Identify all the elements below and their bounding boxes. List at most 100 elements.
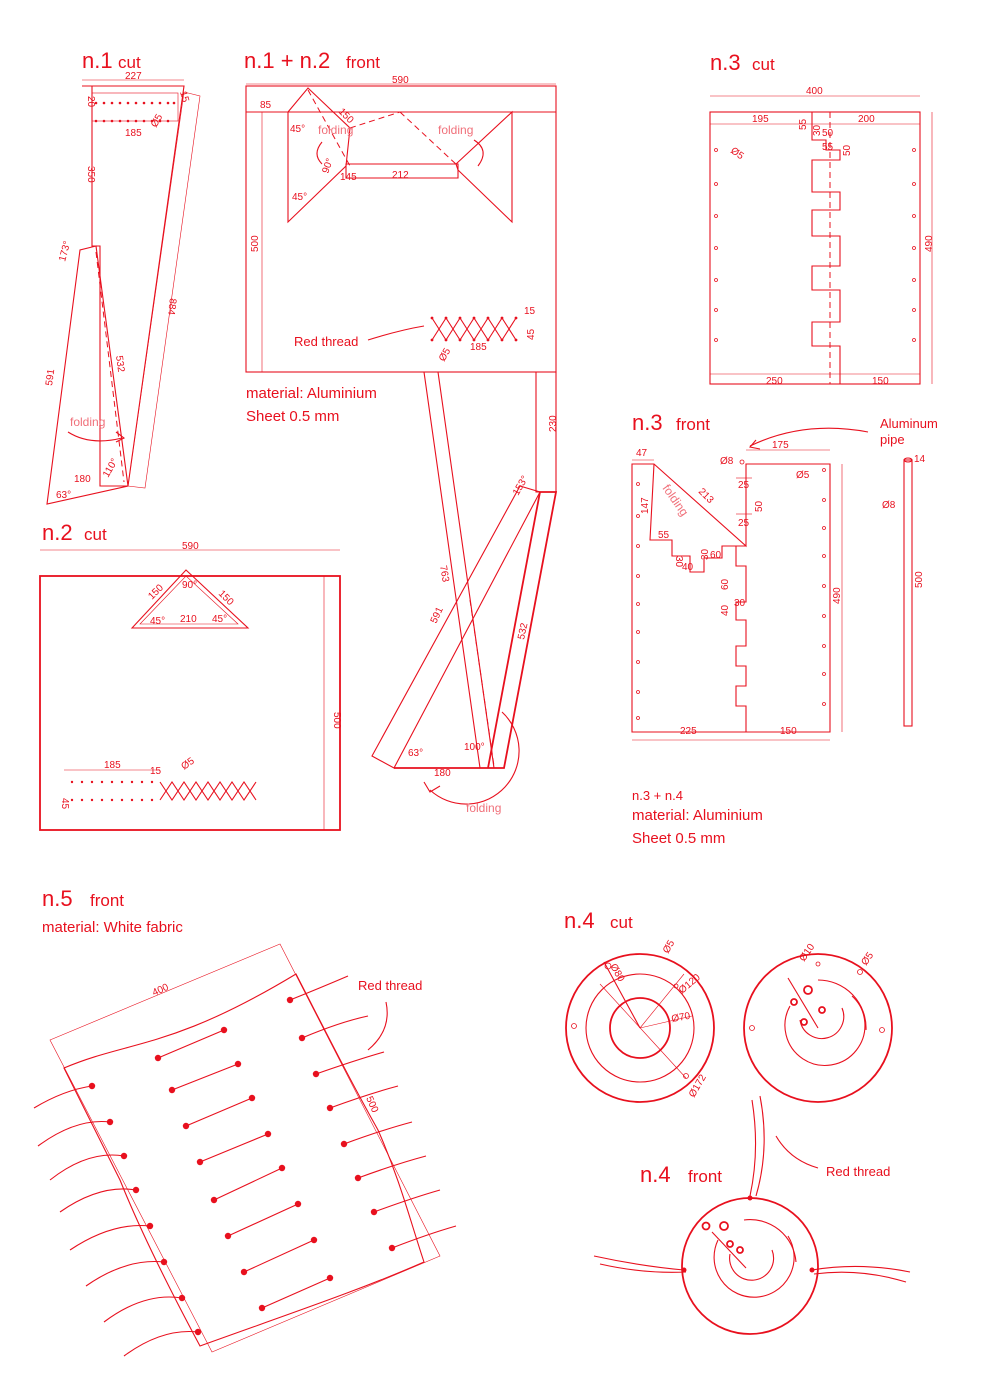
- n1-fold-arrowhead: [115, 431, 126, 443]
- n12-sheet: Sheet 0.5 mm: [246, 408, 339, 425]
- n1-dim-15: 15: [177, 90, 191, 104]
- n3-dim-490: 490: [924, 235, 935, 252]
- n3f-dim-147: 147: [640, 497, 651, 514]
- n5-dim-400: 400: [151, 982, 171, 999]
- n34-sheet: Sheet 0.5 mm: [632, 830, 725, 847]
- n3f-dim-150: 150: [780, 726, 797, 737]
- n3f-holes: [636, 459, 826, 720]
- n12-dim-45: 45: [526, 328, 537, 340]
- n3f-pipe-label-2: pipe: [880, 432, 905, 447]
- n3f-dim-40b: 40: [720, 604, 731, 616]
- n3f-dim-30c: 30: [734, 598, 746, 609]
- n3-dim-150: 150: [872, 376, 889, 387]
- n4-front-hole-3: [726, 1240, 734, 1248]
- n3f-dim-25a: 25: [738, 480, 750, 491]
- n12-fold-dash-left: [349, 111, 401, 129]
- n1-dim-d5: Ø5: [149, 112, 165, 129]
- n4-front-thread-hole-right: [809, 1267, 815, 1273]
- n1-dim-173: 173°: [57, 240, 73, 263]
- n3-dim-55a: 55: [798, 118, 809, 130]
- panel-n3-cut: n.3 cut 400 195 200 55 30 50 55 50 Ø5 49…: [709, 50, 935, 387]
- n3f-dim-d5: Ø5: [796, 470, 810, 481]
- n12-dim-153: 153°: [511, 474, 531, 497]
- n1-dim-20: 20: [85, 96, 96, 108]
- n12-fold-dash-right: [399, 111, 459, 167]
- aluminium-pipe-top: [903, 457, 913, 463]
- n12-stitch-holes: [430, 316, 518, 342]
- n12-fold-dash-diag: [307, 89, 351, 167]
- n4-front-hole-1: [701, 1221, 711, 1231]
- n12-dim-d5: Ø5: [437, 346, 453, 363]
- n2-dim-150a: 150: [146, 582, 166, 602]
- n5-front-subtitle: front: [90, 891, 124, 910]
- n4-front-thread-hole-top: [747, 1195, 753, 1201]
- n1-dim-884: 884: [165, 298, 178, 316]
- n1-cut-title: n.1: [82, 48, 113, 73]
- n4-thread-left-1: [593, 1255, 685, 1271]
- n3f-outline: [631, 463, 831, 733]
- n2-dim-45: 45: [59, 798, 70, 810]
- n4-thread-callout: [775, 1135, 819, 1169]
- n3f-dim-55: 55: [658, 530, 670, 541]
- n3f-dim-25b: 25: [738, 518, 750, 529]
- n5-red-thread-right: [289, 975, 457, 1249]
- n12-diagonal-strip-b: [394, 491, 558, 769]
- n2-dim-210: 210: [180, 614, 197, 625]
- n4-dim-172: Ø172: [687, 1072, 709, 1099]
- n2-dim-150b: 150: [216, 588, 236, 608]
- n12-red-thread-label: Red thread: [294, 334, 358, 349]
- n2-dim-90: 90°: [182, 580, 197, 591]
- n1-hole-row-bottom: [94, 119, 170, 123]
- n2-dim-500: 500: [331, 712, 342, 729]
- panel-n1-cut: n.1 cut 227 20 15 185 Ø5 350 884 173° 59…: [44, 48, 201, 505]
- n12-diagonal-strip-c: [371, 485, 541, 769]
- n3f-pipe-label-1: Aluminum: [880, 416, 938, 431]
- n4-dim-10: Ø10: [797, 942, 817, 964]
- n1-cut-subtitle: cut: [118, 53, 141, 72]
- n4-front-thread-hole-left: [681, 1267, 687, 1273]
- n1-hole-frame: [91, 92, 179, 122]
- n3f-dim-30a: 30: [673, 556, 684, 568]
- panel-n3-front: n.3 front 47 Ø8 175 25 50 25 147 213 fol…: [631, 410, 938, 847]
- n1-dim-227: 227: [125, 71, 142, 82]
- n12-fold-arc: [429, 711, 520, 805]
- n3-dim-200: 200: [858, 114, 875, 125]
- n5-stitch-dots: [88, 996, 396, 1336]
- n1-cut-fold-flap: [46, 245, 129, 505]
- n3-dim-250: 250: [766, 376, 783, 387]
- n3-front-subtitle: front: [676, 415, 710, 434]
- n4-dim-d5: Ø5: [661, 938, 677, 955]
- n1-hole-row-top: [94, 101, 176, 105]
- n12-fold-arrow-left: [316, 141, 323, 165]
- n1-dim-350: 350: [85, 166, 96, 183]
- n12-fold-label-left: folding: [318, 123, 353, 137]
- n12-dim-212: 212: [392, 170, 409, 181]
- n12-dim-500: 500: [250, 235, 261, 252]
- n12-dim-63: 63°: [408, 748, 423, 759]
- n3-cut-comb-edge: [811, 112, 841, 384]
- n12-dim-180: 180: [434, 768, 451, 779]
- n12-front-title: n.1 + n.2: [244, 48, 330, 73]
- n3f-dim-60b: 60: [720, 578, 731, 590]
- n3f-dim-47: 47: [636, 448, 648, 459]
- n2-dim-d5: Ø5: [179, 756, 197, 773]
- n12-dim-185: 185: [470, 342, 487, 353]
- n3f-pipe-callout-head: [748, 439, 761, 450]
- n4-thread-left-2: [599, 1263, 687, 1273]
- n5-dimension-frame: [49, 943, 441, 1353]
- n3-cut-outline: [709, 111, 921, 385]
- n12-fold-dash-lower: [469, 599, 495, 767]
- pipe-dim-500: 500: [914, 571, 925, 588]
- n2-stitch-holes: [70, 780, 154, 802]
- n34-heading: n.3 + n.4: [632, 788, 683, 803]
- n5-front-title: n.5: [42, 886, 73, 911]
- n2-dim-45a: 45°: [150, 616, 165, 627]
- n2-dim-45b: 45°: [212, 614, 227, 625]
- n3f-pipe-callout-arrow: [749, 427, 869, 447]
- n1-dim-180: 180: [74, 474, 91, 485]
- n12-dim-15: 15: [524, 306, 536, 317]
- n4-front-arc: [743, 1219, 797, 1263]
- n12-fold-label-lower: folding: [466, 801, 501, 815]
- n12-red-thread-arrow: [367, 325, 425, 341]
